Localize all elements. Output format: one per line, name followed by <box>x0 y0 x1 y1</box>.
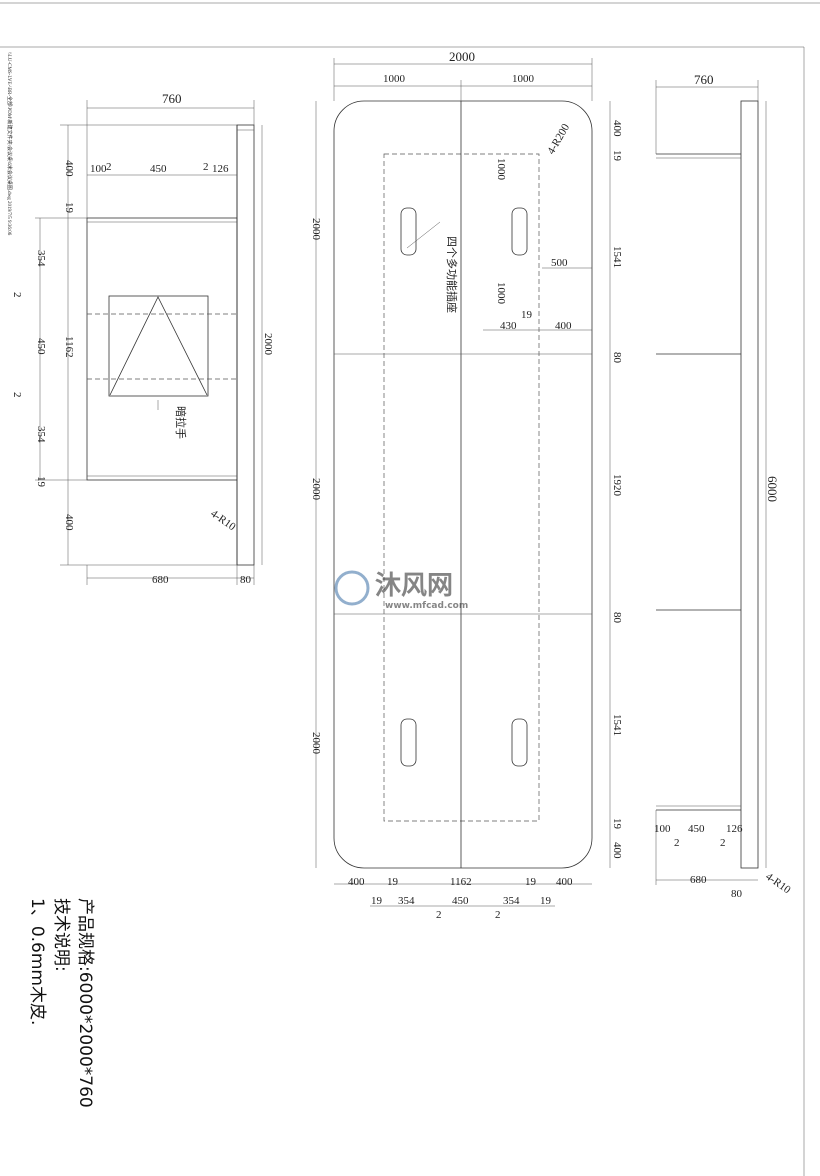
lv-dim-450: 450 <box>150 163 167 175</box>
lv-dim-19a: 19 <box>63 202 75 214</box>
watermark: 沐风网 www.mfcad.com <box>334 570 468 611</box>
left-side-view <box>35 100 263 585</box>
pv-inner-1000a: 1000 <box>495 158 507 181</box>
pv-right-1541a: 1541 <box>611 246 623 268</box>
rv-radius: 4-R10 <box>763 871 793 897</box>
pv-bottom-354b: 354 <box>503 895 520 907</box>
lv-width: 760 <box>162 91 182 106</box>
right-side-view <box>655 80 767 885</box>
pv-right-1920: 1920 <box>611 474 623 497</box>
pv-height-2000b: 2000 <box>310 478 322 501</box>
lv-dim-2d: 2 <box>11 392 23 398</box>
pv-bottom-1162: 1162 <box>450 876 472 888</box>
rv-dim-2a: 2 <box>674 837 680 849</box>
pv-inner-400: 400 <box>555 320 572 332</box>
rv-dim-80: 80 <box>731 888 743 900</box>
notes-tech-title: 技术说明: <box>51 898 71 972</box>
pv-right-1541b: 1541 <box>611 714 623 736</box>
lv-dim-126: 126 <box>212 163 229 175</box>
watermark-url: www.mfcad.com <box>385 601 468 611</box>
pv-height-2000a: 2000 <box>310 218 322 241</box>
pv-bottom-400a: 400 <box>348 876 365 888</box>
pv-width-1000b: 1000 <box>512 73 535 85</box>
pv-inner-430: 430 <box>500 320 517 332</box>
lv-dim-2000: 2000 <box>262 333 274 356</box>
lv-dim-2a: 2 <box>106 161 112 173</box>
pv-inner-19: 19 <box>521 309 533 321</box>
rv-dim-126: 126 <box>726 823 743 835</box>
pv-corner-radius: 4-R200 <box>545 121 572 156</box>
lv-dim-1162: 1162 <box>63 336 75 358</box>
pv-gap-2b: 2 <box>495 909 501 921</box>
notes-tech-item: 1、0.6mm木皮. <box>27 898 47 1025</box>
rv-dim-100: 100 <box>654 823 671 835</box>
lv-dim-100: 100 <box>90 163 107 175</box>
notes-spec: 产品规格:6000*2000*760 <box>75 898 95 1108</box>
lv-dim-19b: 19 <box>35 476 47 488</box>
pv-socket-label: 四个多功能插座 <box>445 236 459 313</box>
pv-right-19b: 19 <box>611 818 623 830</box>
pv-bottom-450: 450 <box>452 895 469 907</box>
plan-view <box>315 58 611 907</box>
pv-bottom-19a: 19 <box>387 876 399 888</box>
lv-dim-400a: 400 <box>63 160 75 177</box>
lv-dim-354a: 354 <box>35 250 47 267</box>
pv-right-80a: 80 <box>611 352 623 364</box>
pv-right-400b: 400 <box>611 842 623 859</box>
lv-dim-2c: 2 <box>11 292 23 298</box>
pv-width-1000a: 1000 <box>383 73 406 85</box>
rv-dim-450: 450 <box>688 823 705 835</box>
pv-bottom-19c: 19 <box>371 895 383 907</box>
lv-dim-354b: 354 <box>35 426 47 443</box>
lv-handle-label: 暗拉手 <box>174 406 188 439</box>
pv-inner-1000b: 1000 <box>495 282 507 305</box>
pv-right-19a: 19 <box>611 150 623 162</box>
pv-bottom-19b: 19 <box>525 876 537 888</box>
pv-bottom-19d: 19 <box>540 895 552 907</box>
pv-bottom-400b: 400 <box>556 876 573 888</box>
lv-dim-2b: 2 <box>203 161 209 173</box>
rv-height: 6000 <box>765 476 780 502</box>
file-path: \\LU-CMS-LVE-\BR-全部\PDM\新建文件夹\会议桌\6米会议桌图… <box>6 52 13 236</box>
lv-radius: 4-R10 <box>208 508 238 534</box>
watermark-brand: 沐风网 <box>375 571 453 601</box>
lv-dim-400b: 400 <box>63 514 75 531</box>
pv-height-2000c: 2000 <box>310 732 322 755</box>
pv-right-80b: 80 <box>611 612 623 624</box>
watermark-logo-icon <box>334 570 370 606</box>
pv-width-2000: 2000 <box>449 49 475 64</box>
rv-dim-2b: 2 <box>720 837 726 849</box>
pv-bottom-354a: 354 <box>398 895 415 907</box>
lv-dim-450b: 450 <box>35 338 47 355</box>
pv-gap-2a: 2 <box>436 909 442 921</box>
pv-inner-500: 500 <box>551 257 568 269</box>
pv-right-400a: 400 <box>611 120 623 137</box>
rv-dim-680: 680 <box>690 874 707 886</box>
lv-dim-680: 680 <box>152 574 169 586</box>
rv-width: 760 <box>694 72 714 87</box>
lv-dim-80: 80 <box>240 574 252 586</box>
